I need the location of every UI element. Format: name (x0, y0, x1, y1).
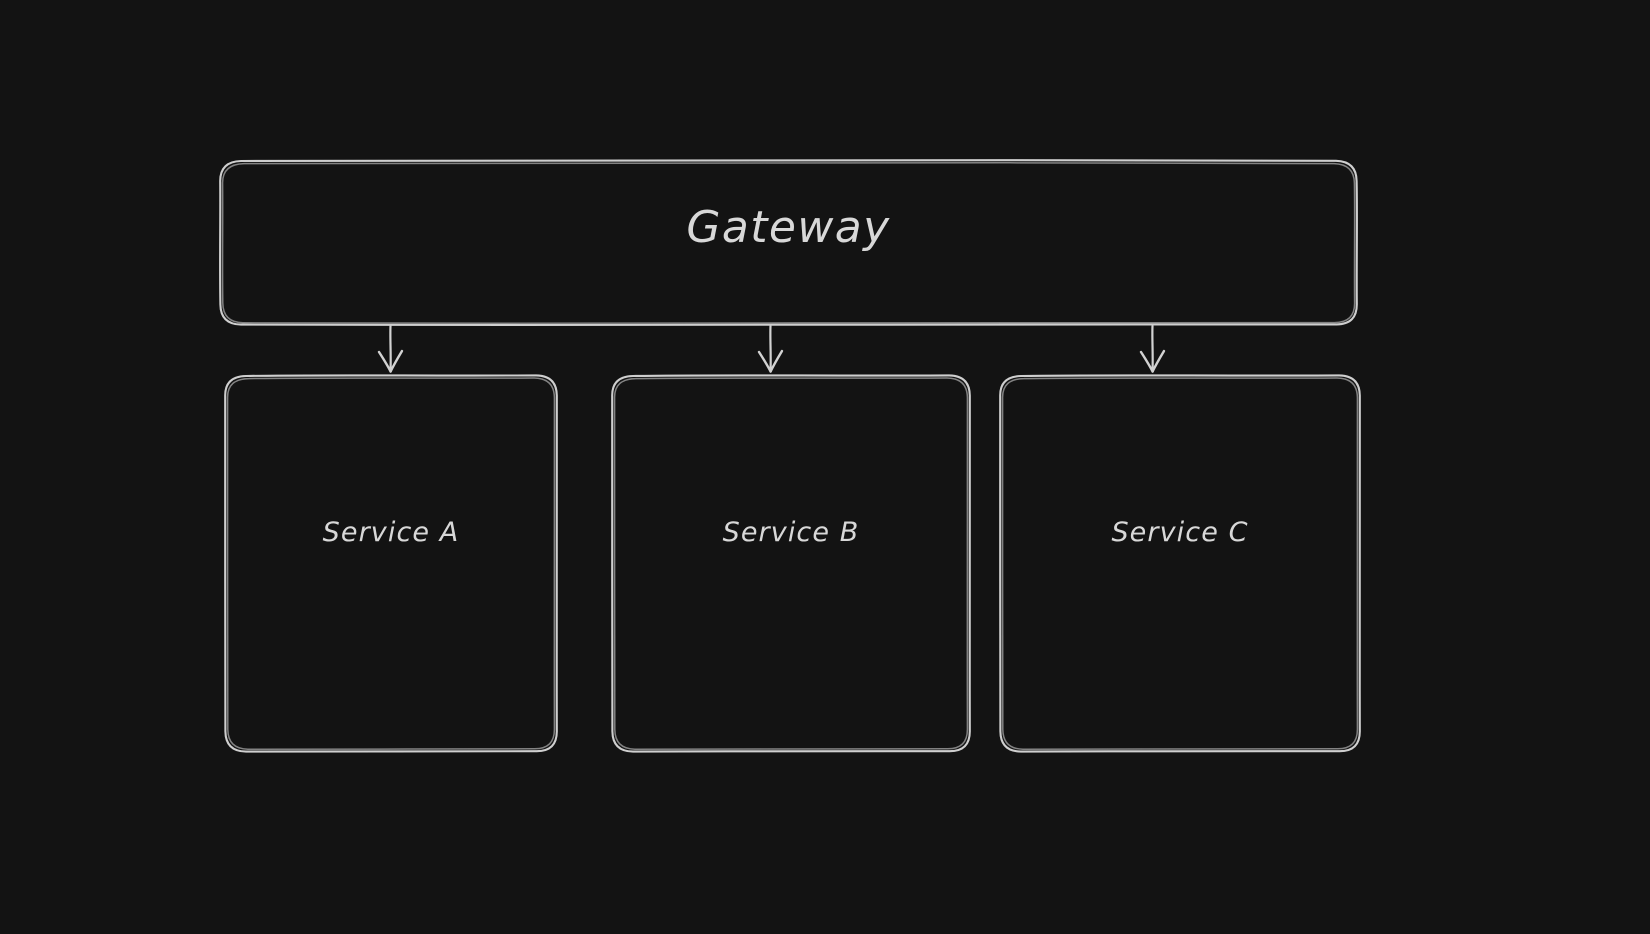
edge-gateway-service-b[interactable] (757, 324, 784, 373)
node-service-c[interactable] (999, 374, 1362, 753)
node-label-service-a: Service A (322, 517, 460, 548)
node-label-service-c: Service C (1111, 517, 1249, 548)
edge-gateway-service-c[interactable] (1139, 324, 1166, 373)
node-label-service-b: Service B (722, 517, 860, 548)
node-service-b[interactable] (611, 374, 972, 753)
edge-gateway-service-a[interactable] (377, 324, 404, 373)
node-service-a[interactable] (224, 374, 559, 753)
node-gateway[interactable] (219, 159, 1358, 327)
node-label-gateway: Gateway (686, 202, 891, 253)
